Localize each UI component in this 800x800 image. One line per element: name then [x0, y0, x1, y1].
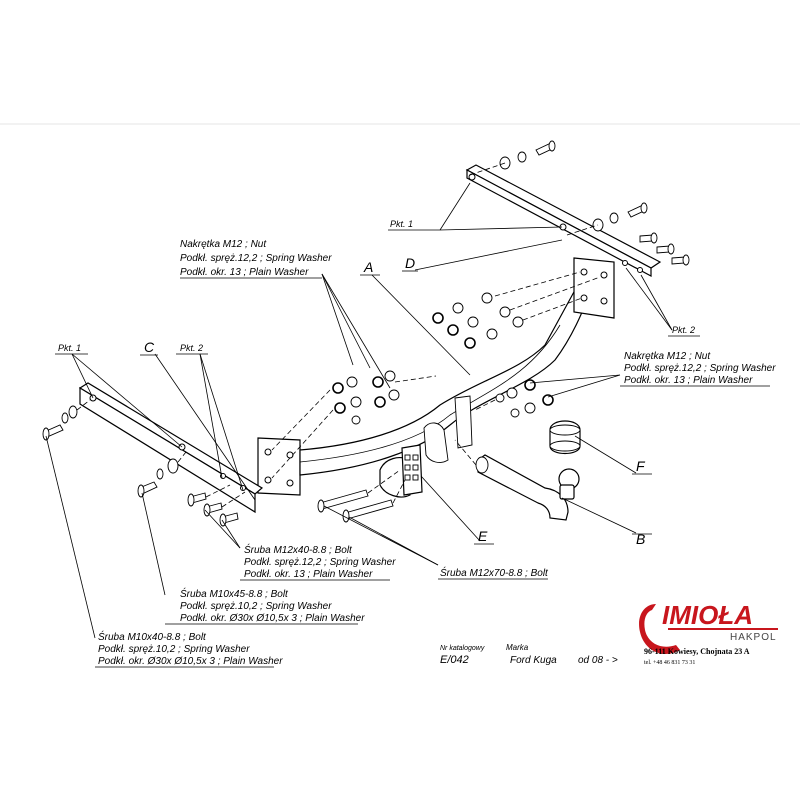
catalog-info: Nr katalogowy E/042 Marka Ford Kuga od 0…	[440, 643, 618, 666]
brand-swoosh-icon	[639, 604, 680, 654]
label-nut-right-line-1: Nakrętka M12 ; Nut	[624, 351, 711, 362]
label-nut-line-3: Podkł. okr. 13 ; Plain Washer	[180, 267, 309, 278]
label-letters: A D C F B E	[140, 255, 652, 547]
bolt-set-top-d	[469, 140, 690, 266]
label-m12x40-line-2: Podkł. spręż.12,2 ; Spring Washer	[244, 557, 396, 568]
bolt-set-c	[42, 399, 246, 527]
catalog-nr-value: E/042	[440, 654, 469, 666]
part-e-socket-plate	[379, 422, 449, 498]
catalog-from-value: od 08 - >	[578, 655, 618, 666]
label-m10x45-line-2: Podkł. spręż.10,2 ; Spring Washer	[180, 601, 332, 612]
label-pkt2-right: Pkt. 2	[672, 325, 695, 335]
label-pkt1-left: Pkt. 1	[58, 343, 81, 353]
label-m12x40-line-3: Podkł. okr. 13 ; Plain Washer	[244, 569, 373, 580]
label-bolt-m12x70: Śruba M12x70-8.8 ; Bolt	[438, 566, 549, 580]
part-f-ball-cap	[549, 420, 581, 455]
label-m10x45-line-3: Podkł. okr. Ø30x Ø10,5x 3 ; Plain Washer	[180, 613, 365, 624]
brand-phone: tel. +48 46 831 73 31	[644, 660, 695, 666]
label-letter-a: A	[363, 259, 373, 275]
catalog-make-value: Ford Kuga	[510, 655, 557, 666]
label-letter-e: E	[478, 528, 488, 544]
label-nut-line-1: Nakrętka M12 ; Nut	[180, 239, 267, 250]
label-pkt2-left: Pkt. 2	[180, 343, 203, 353]
label-letter-f: F	[636, 458, 646, 474]
nut-set-center	[474, 379, 554, 418]
label-letter-c: C	[144, 339, 155, 355]
nut-set-right-plate	[432, 271, 601, 349]
label-nut-group-right: Nakrętka M12 ; Nut Podkł. spręż.12,2 ; S…	[620, 351, 776, 387]
brand-name: IMIOŁA	[662, 600, 753, 630]
label-m10x40-line-1: Śruba M10x40-8.8 ; Bolt	[98, 630, 207, 643]
label-letter-b: B	[636, 531, 645, 547]
brand-address: 96-111 Kowiesy, Chojnata 23 A	[644, 647, 750, 656]
label-nut-group-top: Nakrętka M12 ; Nut Podkł. spręż.12,2 ; S…	[180, 239, 332, 279]
label-bolt-m10x40: Śruba M10x40-8.8 ; Bolt Podkł. spręż.10,…	[95, 630, 283, 668]
part-c-left-bracket	[78, 382, 264, 514]
label-bolt-m12x40: Śruba M12x40-8.8 ; Bolt Podkł. spręż.12,…	[240, 543, 396, 581]
brand-underline	[668, 628, 778, 630]
label-m12x70: Śruba M12x70-8.8 ; Bolt	[440, 566, 549, 579]
label-m12x40-line-1: Śruba M12x40-8.8 ; Bolt	[244, 543, 353, 556]
part-d-side-bracket	[465, 164, 662, 277]
label-m10x40-line-2: Podkł. spręż.10,2 ; Spring Washer	[98, 644, 250, 655]
brand-logo: IMIOŁA HAKPOL 96-111 Kowiesy, Chojnata 2…	[639, 600, 778, 666]
label-nut-right-line-2: Podkł. spręż.12,2 ; Spring Washer	[624, 363, 776, 374]
catalog-make-label: Marka	[506, 643, 529, 652]
label-pkt-markers: Pkt. 1 Pkt. 2 Pkt. 1 Pkt. 2	[55, 219, 700, 355]
part-b-tow-arm	[454, 439, 580, 521]
label-nut-line-2: Podkł. spręż.12,2 ; Spring Washer	[180, 253, 332, 264]
label-m10x45-line-1: Śruba M10x45-8.8 ; Bolt	[180, 587, 289, 600]
catalog-nr-label: Nr katalogowy	[440, 645, 485, 652]
label-m10x40-line-3: Podkł. okr. Ø30x Ø10,5x 3 ; Plain Washer	[98, 656, 283, 667]
brand-sub: HAKPOL	[730, 632, 777, 643]
label-nut-right-line-3: Podkł. okr. 13 ; Plain Washer	[624, 375, 753, 386]
label-letter-d: D	[405, 255, 415, 271]
label-bolt-m10x45: Śruba M10x45-8.8 ; Bolt Podkł. spręż.10,…	[165, 587, 365, 625]
leader-lines	[45, 182, 673, 639]
label-pkt1-top: Pkt. 1	[390, 219, 413, 229]
nut-set-left-plate	[271, 370, 437, 479]
bolt-set-e	[317, 469, 406, 523]
